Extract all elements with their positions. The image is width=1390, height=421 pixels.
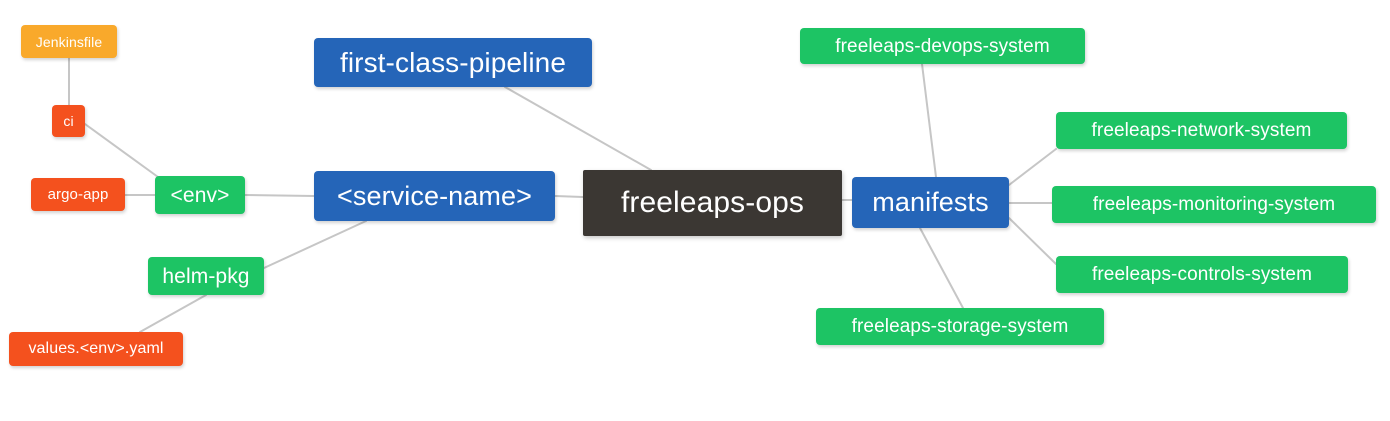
node-ci[interactable]: ci [52, 105, 85, 137]
node-freeleaps-monitoring-system[interactable]: freeleaps-monitoring-system [1052, 186, 1376, 223]
node-label-freeleaps-controls-system: freeleaps-controls-system [1091, 264, 1313, 285]
edge-ci-to-env [84, 123, 159, 178]
node-label-service-name: <service-name> [337, 180, 532, 211]
edge-helm-pkg-to-service-name [263, 220, 367, 269]
node-freeleaps-devops-system[interactable]: freeleaps-devops-system [800, 28, 1085, 64]
edge-service-name-to-freeleaps-ops [554, 195, 584, 198]
node-freeleaps-ops[interactable]: freeleaps-ops [583, 170, 842, 236]
node-jenkinsfile[interactable]: Jenkinsfile [21, 25, 117, 58]
node-label-jenkinsfile: Jenkinsfile [35, 33, 103, 50]
edge-values-yaml-to-helm-pkg [139, 294, 207, 333]
node-service-name[interactable]: <service-name> [314, 171, 555, 221]
edge-first-class-pipeline-to-freeleaps-ops [504, 86, 652, 171]
node-env[interactable]: <env> [155, 176, 245, 214]
node-label-freeleaps-monitoring-system: freeleaps-monitoring-system [1092, 194, 1336, 215]
node-values-yaml[interactable]: values.<env>.yaml [9, 332, 183, 366]
node-label-first-class-pipeline: first-class-pipeline [339, 46, 567, 78]
edge-env-to-service-name [244, 194, 315, 197]
edge-manifests-to-freeleaps-controls-system [1008, 217, 1057, 265]
node-label-freeleaps-ops: freeleaps-ops [620, 186, 805, 219]
edge-manifests-to-freeleaps-network-system [1008, 148, 1057, 186]
node-label-env: <env> [170, 183, 230, 207]
node-freeleaps-network-system[interactable]: freeleaps-network-system [1056, 112, 1347, 149]
node-helm-pkg[interactable]: helm-pkg [148, 257, 264, 295]
node-label-freeleaps-network-system: freeleaps-network-system [1091, 120, 1312, 141]
node-freeleaps-storage-system[interactable]: freeleaps-storage-system [816, 308, 1104, 345]
edge-manifests-to-freeleaps-storage-system [919, 227, 964, 309]
node-label-manifests: manifests [872, 187, 989, 217]
node-first-class-pipeline[interactable]: first-class-pipeline [314, 38, 592, 87]
node-label-helm-pkg: helm-pkg [162, 264, 250, 288]
edge-manifests-to-freeleaps-devops-system [921, 63, 937, 178]
node-label-freeleaps-storage-system: freeleaps-storage-system [851, 316, 1069, 337]
node-freeleaps-controls-system[interactable]: freeleaps-controls-system [1056, 256, 1348, 293]
node-manifests[interactable]: manifests [852, 177, 1009, 228]
node-label-values-yaml: values.<env>.yaml [28, 340, 164, 357]
node-label-argo-app: argo-app [47, 186, 109, 203]
node-label-freeleaps-devops-system: freeleaps-devops-system [835, 35, 1050, 57]
node-argo-app[interactable]: argo-app [31, 178, 125, 211]
node-label-ci: ci [63, 113, 74, 129]
